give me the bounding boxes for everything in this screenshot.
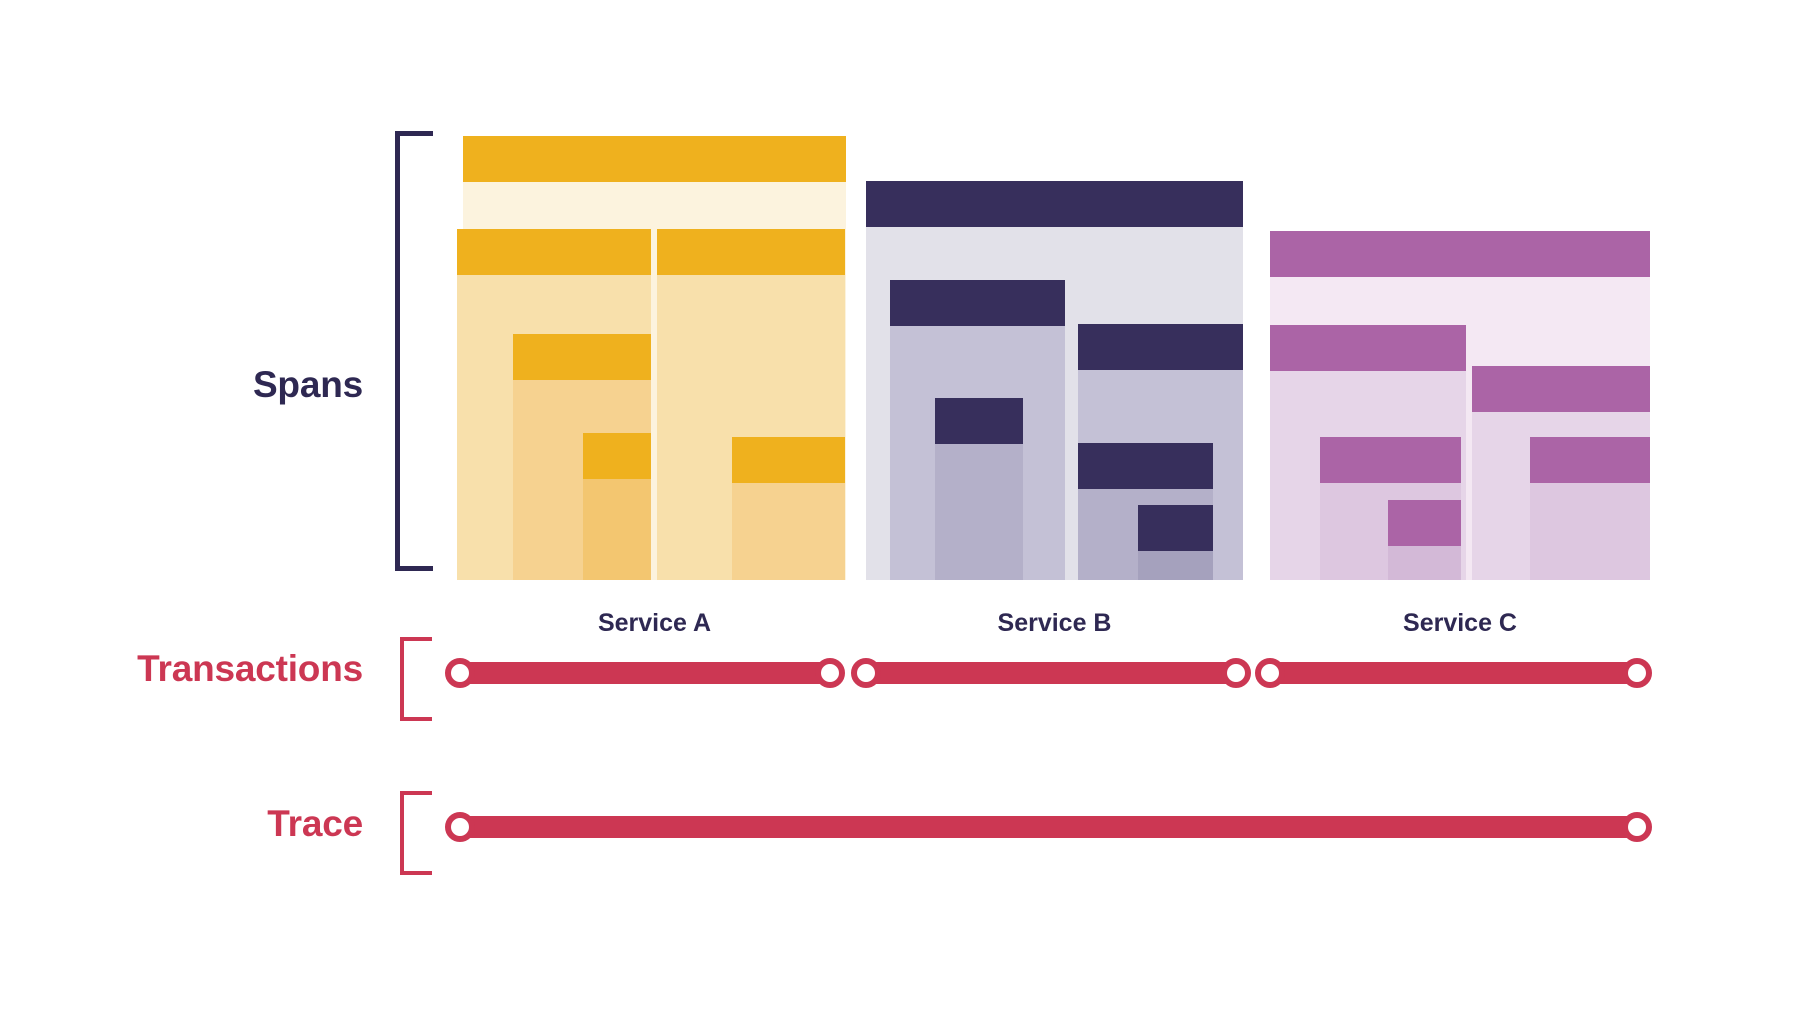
trace-endpoint-icon: [445, 812, 475, 842]
transaction-endpoint-icon: [851, 658, 881, 688]
transaction-endpoint-icon: [445, 658, 475, 688]
transactions-timeline: [0, 640, 1800, 720]
trace-row-label: Trace: [267, 803, 363, 844]
trace-bracket: [400, 791, 432, 875]
span-bar-head: [890, 280, 1065, 326]
span-bar-head: [866, 181, 1243, 227]
service-caption-a: Service A: [597, 609, 712, 637]
transaction-segment: [866, 662, 1236, 684]
span-bar-head: [457, 229, 651, 275]
span-bar-head: [1270, 231, 1650, 277]
span-bar-head: [935, 398, 1023, 444]
span-bar-head: [583, 433, 651, 479]
span-bar: [1388, 500, 1461, 580]
trace-segment: [460, 816, 1637, 838]
span-bar: [1138, 505, 1213, 580]
span-bar-head: [732, 437, 845, 483]
transaction-endpoint-icon: [1255, 658, 1285, 688]
span-bar-head: [463, 136, 846, 182]
span-bar-head: [1472, 366, 1650, 412]
span-bar-head: [1270, 325, 1466, 371]
spans-row-label: Spans: [252, 364, 363, 405]
transactions-row-label: Transactions: [137, 648, 363, 689]
trace-endpoint-icon: [1622, 812, 1652, 842]
span-bar-head: [513, 334, 651, 380]
spans-bracket: [395, 131, 433, 571]
span-bar-head: [1078, 443, 1213, 489]
span-bar-head: [1078, 324, 1243, 370]
span-bar: [732, 437, 845, 580]
span-bar-head: [1388, 500, 1461, 546]
service-caption-c: Service C: [1403, 609, 1517, 637]
span-bar: [583, 433, 651, 580]
span-bar: [935, 398, 1023, 580]
transaction-endpoint-icon: [1221, 658, 1251, 688]
transactions-bracket: [400, 637, 432, 721]
span-bar-head: [1138, 505, 1213, 551]
trace-timeline: [0, 794, 1800, 874]
transaction-segment: [460, 662, 830, 684]
service-caption-b: Service B: [997, 609, 1112, 637]
span-bar-head: [1320, 437, 1461, 483]
span-bar-head: [1530, 437, 1650, 483]
transaction-endpoint-icon: [1622, 658, 1652, 688]
transaction-segment: [1270, 662, 1637, 684]
transaction-endpoint-icon: [815, 658, 845, 688]
span-bar: [1530, 437, 1650, 580]
spans-chart: [457, 136, 1650, 580]
span-bar-head: [657, 229, 845, 275]
